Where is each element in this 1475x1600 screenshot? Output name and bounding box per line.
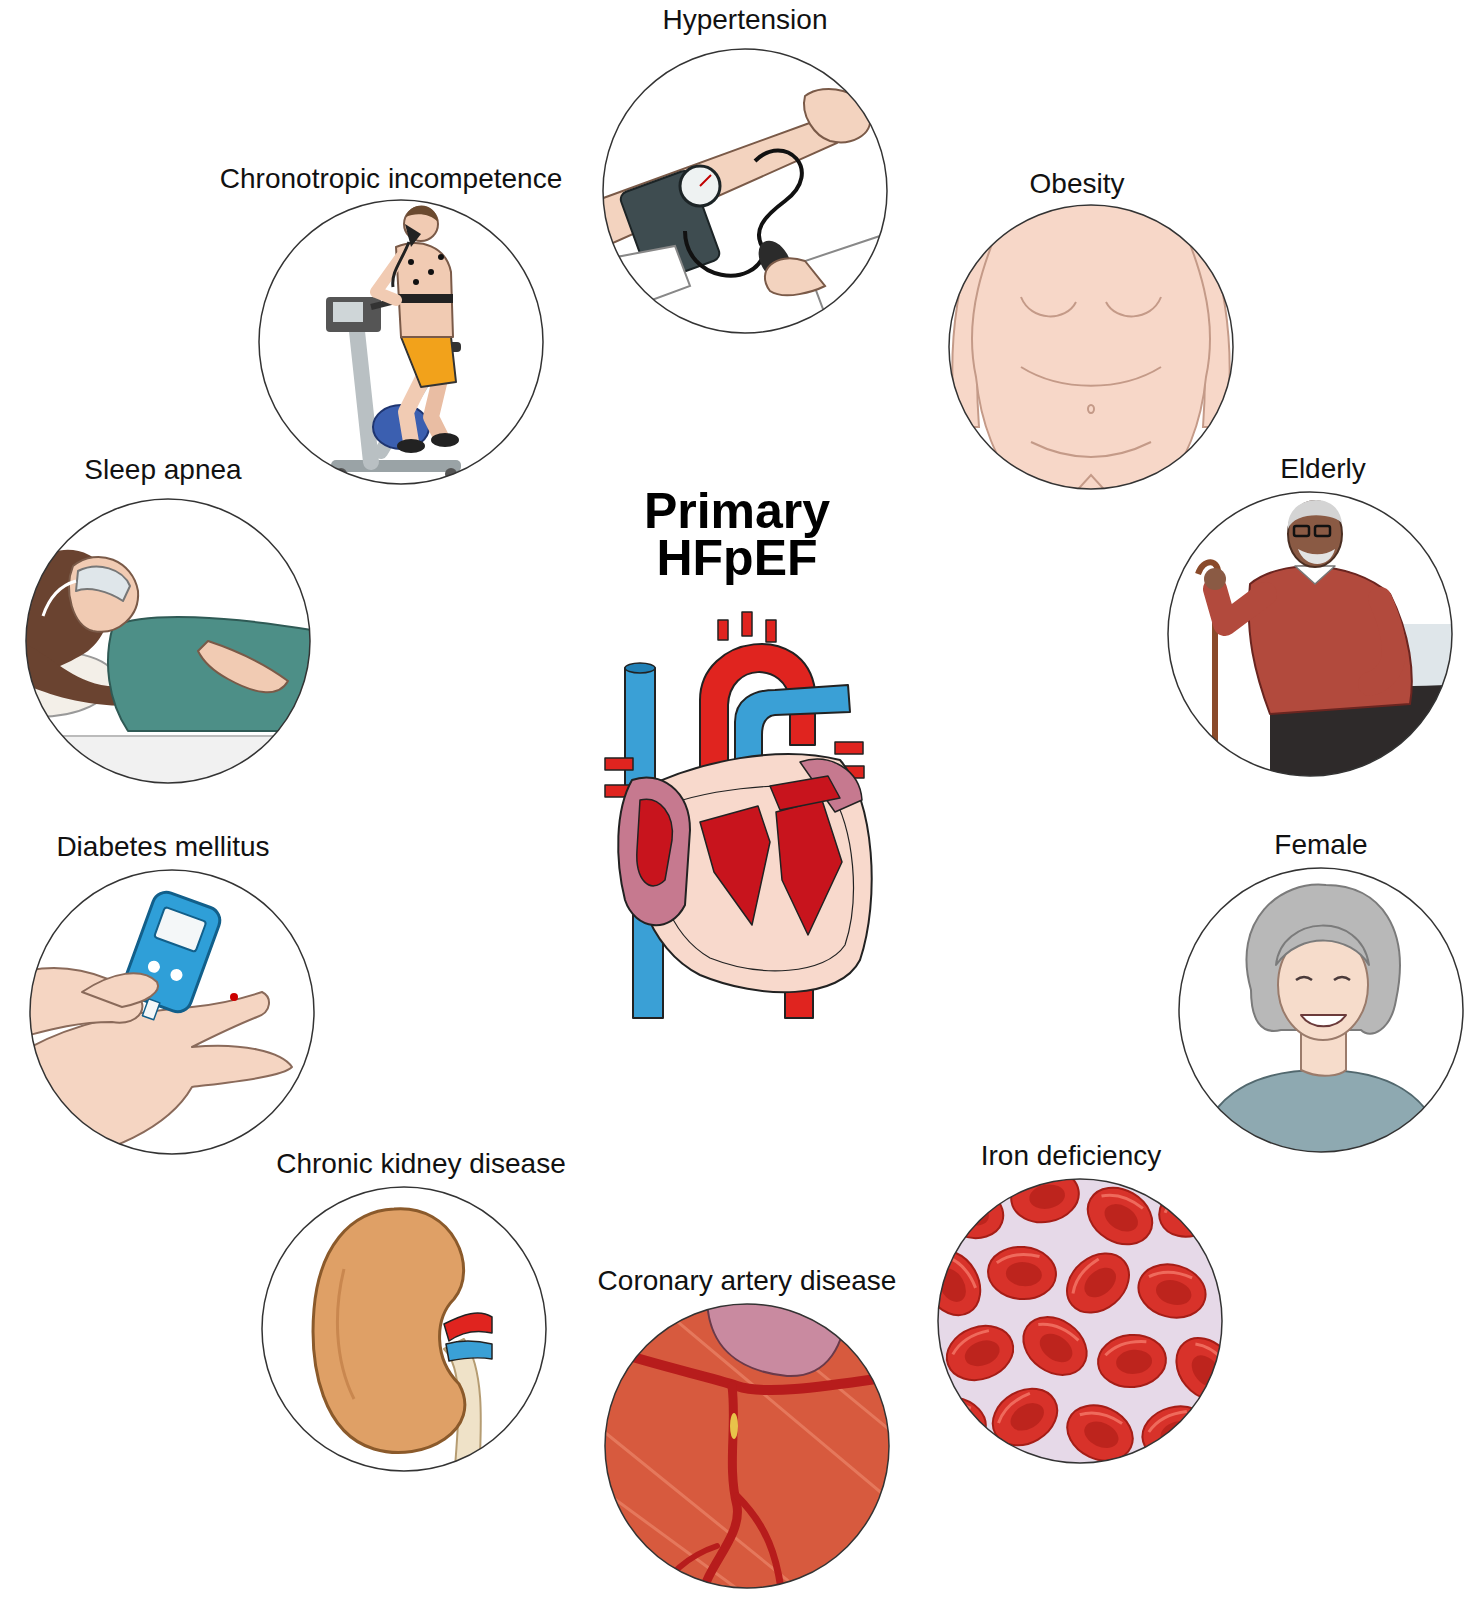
hypertension-illustration [595, 41, 895, 341]
diagram-title: Primary HFpEF [587, 488, 887, 582]
red-cells-illustration [912, 1164, 1247, 1471]
circle-outline [948, 204, 1234, 490]
circle-border [949, 205, 1233, 489]
factor-circle: Hypertension [602, 48, 888, 334]
circle-border [259, 200, 543, 484]
obesity-illustration [941, 197, 1241, 497]
circle-border [938, 1179, 1222, 1463]
circle-outline [261, 1186, 547, 1472]
coronary-illustration [597, 1296, 897, 1596]
circle-outline [602, 48, 888, 334]
factor-circle: Coronary artery disease [604, 1303, 890, 1589]
factor-label: Sleep apnea [84, 454, 241, 486]
circle-outline [1178, 867, 1464, 1153]
factor-circle: Chronotropic incompetence [258, 199, 544, 485]
circle-border [1179, 868, 1463, 1152]
factor-label: Hypertension [663, 4, 828, 36]
factor-circle: Sleep apnea [25, 498, 311, 784]
circle-border [262, 1187, 546, 1471]
sleep-apnea-illustration [18, 491, 318, 796]
factor-circle: Elderly [1167, 491, 1453, 777]
kidney-illustration [254, 1179, 554, 1479]
factor-label: Coronary artery disease [598, 1265, 897, 1297]
factor-label: Elderly [1280, 453, 1366, 485]
factor-circle: Female [1178, 867, 1464, 1153]
circle-border [605, 1304, 889, 1588]
elderly-illustration [1160, 484, 1460, 784]
glucose-meter-illustration [22, 862, 322, 1162]
factor-circle: Diabetes mellitus [29, 869, 315, 1155]
circle-border [26, 499, 310, 783]
factor-circle: Obesity [948, 204, 1234, 490]
circle-outline [258, 199, 544, 485]
factor-circle: Iron deficiency [937, 1178, 1223, 1464]
factor-label: Diabetes mellitus [56, 831, 269, 863]
factor-circle: Chronic kidney disease [261, 1186, 547, 1472]
circle-border [30, 870, 314, 1154]
exercise-test-illustration [251, 192, 551, 492]
factor-label: Chronic kidney disease [276, 1148, 566, 1180]
circle-outline [604, 1303, 890, 1589]
circle-outline [937, 1178, 1223, 1464]
female-illustration [1171, 860, 1471, 1160]
factor-label: Iron deficiency [981, 1140, 1162, 1172]
circle-outline [25, 498, 311, 784]
circle-outline [29, 869, 315, 1155]
circle-border [603, 49, 887, 333]
factor-label: Obesity [1030, 168, 1125, 200]
circle-border [1168, 492, 1452, 776]
heart-illustration [605, 612, 872, 1018]
factor-label: Female [1274, 829, 1367, 861]
circle-outline [1167, 491, 1453, 777]
factor-label: Chronotropic incompetence [220, 163, 562, 195]
